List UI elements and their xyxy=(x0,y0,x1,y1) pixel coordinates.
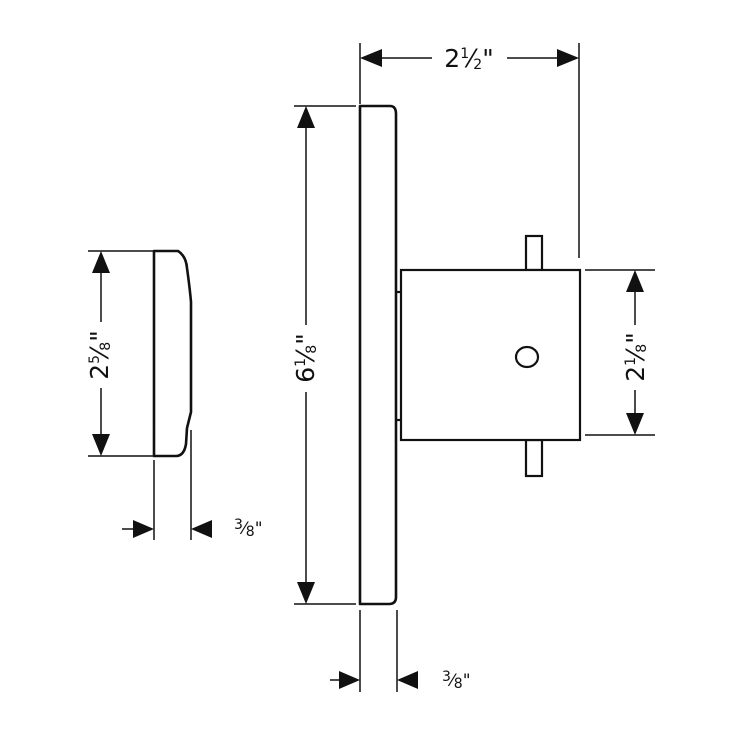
dim-overall-width: 21⁄2" xyxy=(359,43,580,258)
dim-body-height: 21⁄8" xyxy=(585,269,655,436)
dim-plate-depth: 3⁄8" xyxy=(330,610,471,692)
dim-handle-height-label: 25⁄8" xyxy=(85,330,114,379)
lower-stem xyxy=(524,438,544,478)
dim-overall-width-label: 21⁄2" xyxy=(444,44,493,73)
dim-handle-height: 25⁄8" xyxy=(85,250,154,457)
handle-outline xyxy=(152,249,193,458)
dim-handle-depth: 3⁄8" xyxy=(122,430,263,540)
valve-assembly xyxy=(358,104,582,606)
dim-body-height-label: 21⁄8" xyxy=(621,332,650,381)
dim-handle-depth-label: 3⁄8" xyxy=(234,517,263,540)
trim-plate-outline xyxy=(358,104,398,606)
cartridge-hole-icon xyxy=(514,345,540,369)
handle-side-view xyxy=(152,249,193,458)
dim-plate-height: 61⁄8" xyxy=(291,105,356,605)
dim-plate-height-label: 61⁄8" xyxy=(291,333,320,382)
valve-body xyxy=(399,268,582,442)
upper-stem xyxy=(524,234,544,272)
dim-plate-depth-label: 3⁄8" xyxy=(442,669,471,692)
